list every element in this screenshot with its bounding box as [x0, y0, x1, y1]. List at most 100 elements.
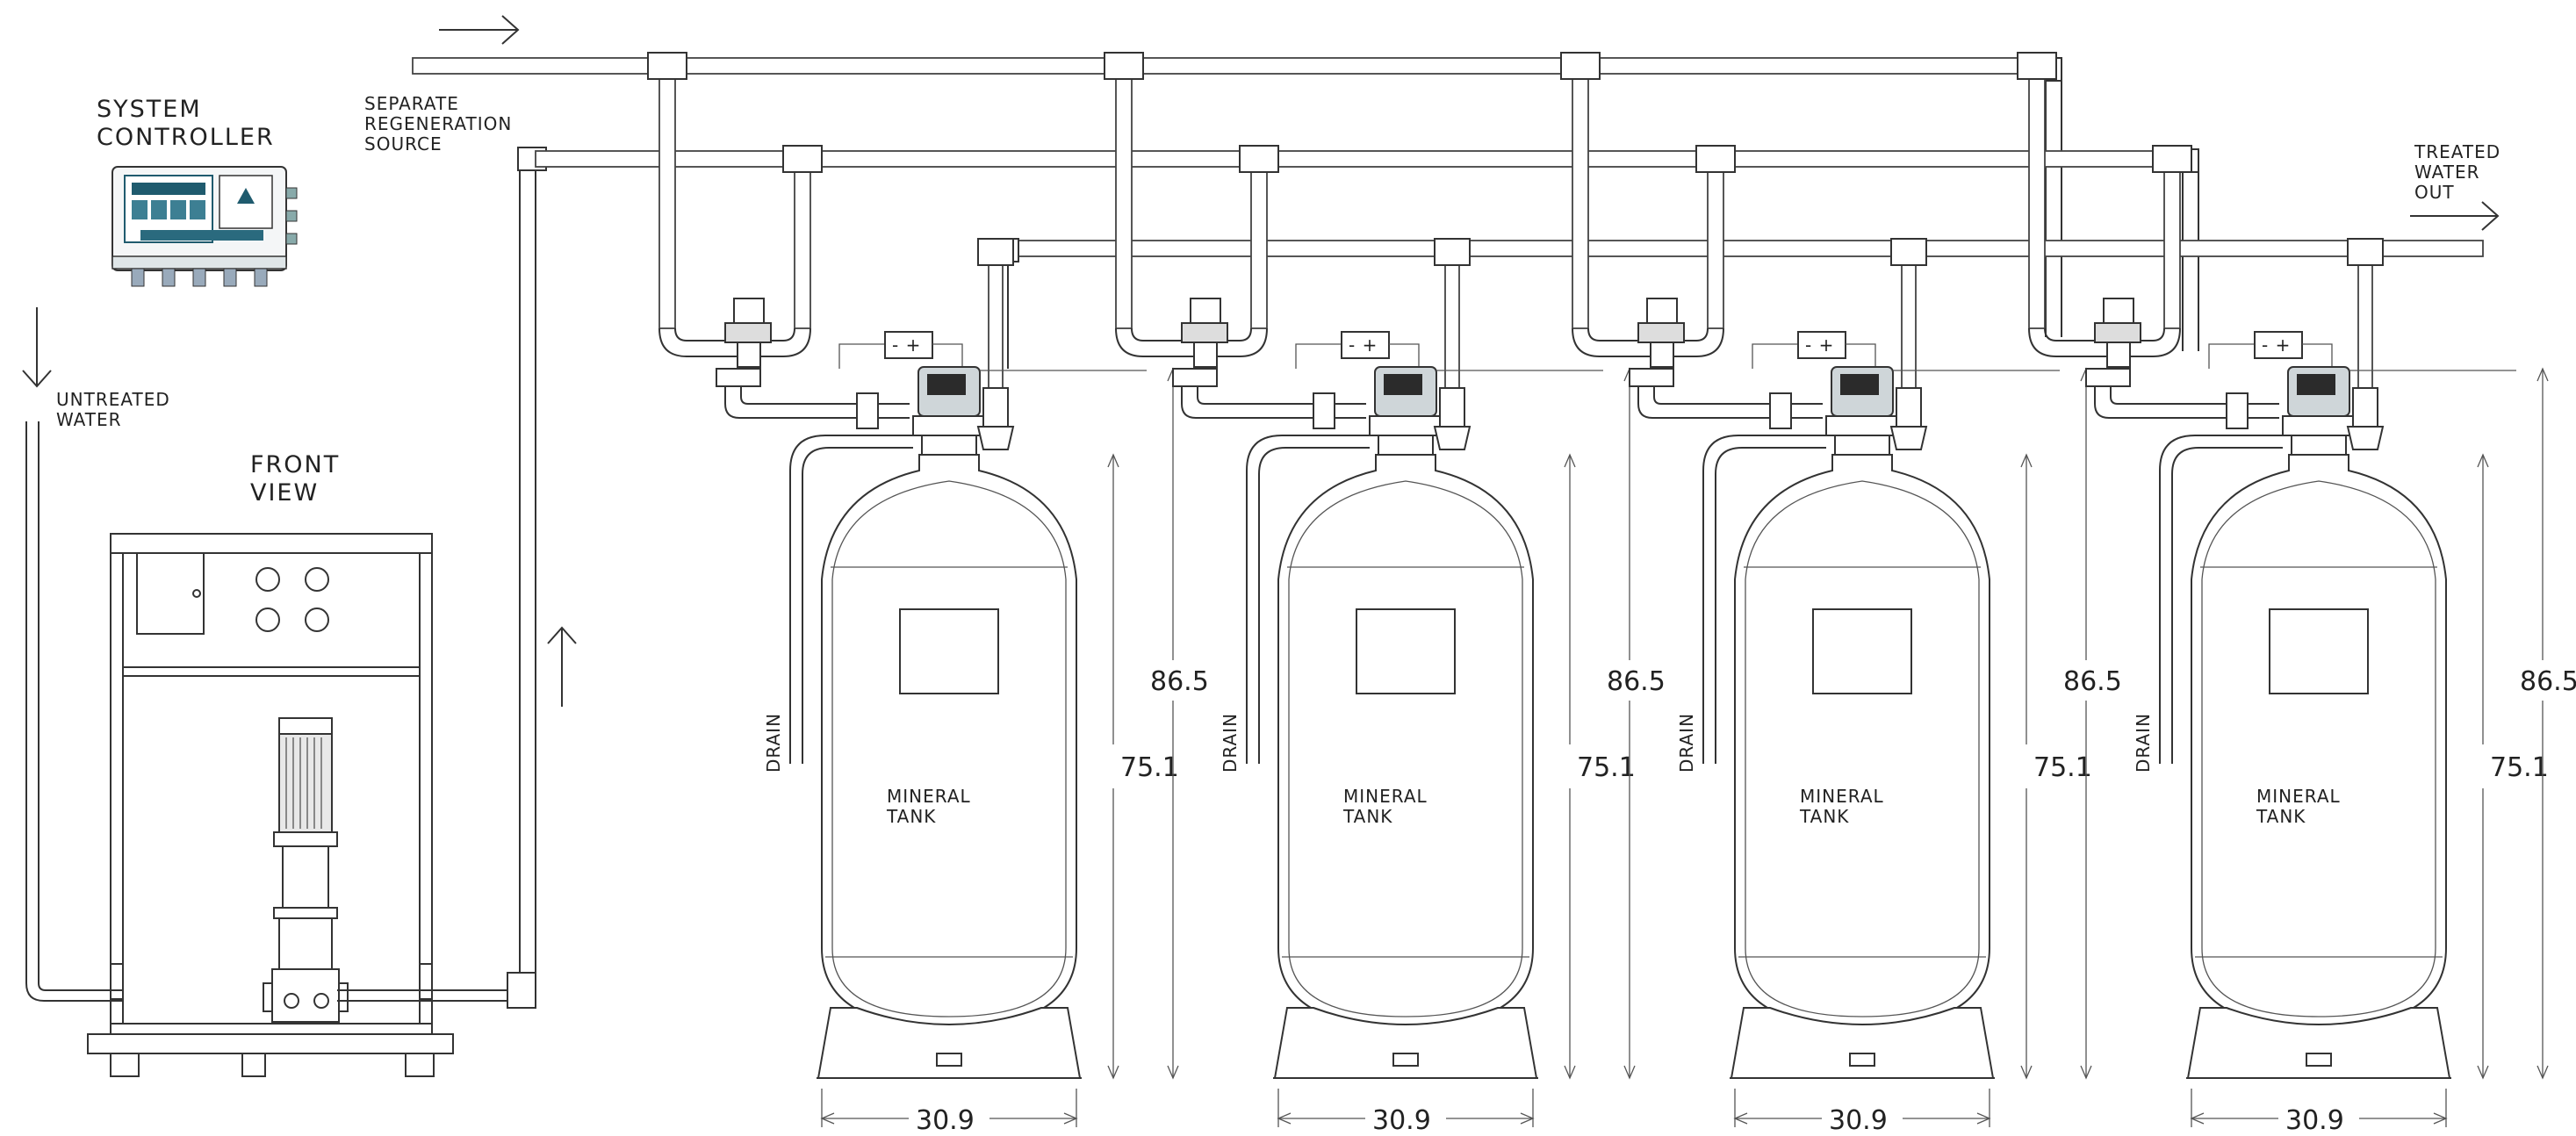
drain-label: DRAIN	[1676, 713, 1697, 773]
inlet-pipe	[2094, 386, 2279, 419]
valve-base	[1378, 435, 1434, 456]
dim-arrow-icon	[2433, 1112, 2448, 1125]
pipe-tee	[1890, 238, 1927, 266]
valve-body	[724, 322, 772, 343]
gauge-icon	[255, 567, 280, 592]
treated-label-line1: TREATED	[2414, 141, 2500, 162]
inlet-pipe	[1637, 386, 1823, 419]
outlet-fitting	[976, 426, 1015, 450]
riser-pipe	[2028, 73, 2046, 329]
front-view-label-line2: VIEW	[250, 479, 319, 507]
union-fitting	[856, 392, 879, 429]
drain-port	[2306, 1053, 2332, 1067]
valve-tee	[1629, 368, 1674, 387]
valve-base	[1825, 415, 1899, 436]
tank-base	[2186, 1007, 2451, 1079]
dim-arrow-icon	[1277, 1112, 1292, 1125]
meter-wire	[1295, 343, 1357, 369]
riser-pipe	[1707, 166, 1724, 329]
tank-label-plate	[899, 608, 999, 694]
pipe-tee	[1434, 238, 1471, 266]
flow-meter-icon	[2254, 331, 2303, 359]
dim-arrow-icon	[1623, 1065, 1636, 1080]
valve-actuator	[2103, 298, 2134, 324]
pipe-tee	[647, 52, 687, 80]
pump-panel-door	[136, 552, 205, 635]
riser-pipe	[2163, 166, 2181, 329]
gauge-icon	[305, 608, 329, 632]
drain-pipe	[789, 435, 913, 764]
valve-stem	[2106, 342, 2131, 368]
pipe-tee	[2017, 52, 2057, 80]
front-view-label-line1: FRONT	[250, 451, 340, 478]
control-display	[2297, 374, 2335, 395]
outlet-valve	[1896, 387, 1922, 428]
front-view-pump-skid	[87, 533, 454, 1077]
inlet-pipe	[1197, 386, 1366, 405]
treated-label-line2: WATER	[2414, 162, 2480, 183]
meter-wire	[932, 343, 963, 369]
valve-actuator	[1190, 298, 1221, 324]
regen-label-line1: SEPARATE	[364, 93, 459, 114]
pipe-tee	[1104, 52, 1144, 80]
dim-label-bg	[1147, 660, 1205, 701]
valve-body	[1637, 322, 1685, 343]
treated-label-line3: OUT	[2414, 182, 2455, 203]
outlet-fitting	[1433, 426, 1471, 450]
dim-arrow-icon	[1564, 1065, 1576, 1080]
mineral-tank-icon	[1277, 454, 1534, 1029]
front-view-label: FRONT VIEW	[250, 451, 340, 507]
tank-height-dimension: 75.1	[2033, 752, 2092, 783]
tank-base	[1730, 1007, 1995, 1079]
mineral-tank-icon	[821, 454, 1077, 1029]
dim-arrow-icon	[1107, 1065, 1119, 1080]
inlet-pipe	[740, 386, 910, 405]
dim-arrow-icon	[2190, 1112, 2205, 1125]
dim-label-bg	[1110, 744, 1166, 788]
outlet-valve	[982, 387, 1009, 428]
diameter-dimension: 30.9	[1372, 1105, 1431, 1136]
control-display	[927, 374, 966, 395]
dim-arrow-icon	[2477, 1065, 2489, 1080]
union-fitting	[2226, 392, 2249, 429]
piping-network	[25, 57, 2484, 1009]
inlet-pipe	[1181, 386, 1366, 419]
system-controller-icon	[112, 166, 298, 287]
outlet-valve	[1439, 387, 1465, 428]
tank-height-dimension: 75.1	[2490, 752, 2549, 783]
outlet-fitting	[2346, 426, 2385, 450]
dim-arrow-icon	[1976, 1112, 1991, 1125]
meter-wire	[1752, 343, 1814, 369]
valve-stem	[737, 342, 761, 368]
valve-base	[921, 435, 977, 456]
valve-tee	[716, 368, 761, 387]
dim-arrow-icon	[2080, 1065, 2092, 1080]
outlet-riser	[1901, 255, 1917, 389]
tank-inner-wall	[2201, 480, 2436, 1017]
inlet-pipe	[1653, 386, 1823, 405]
meter-wire	[2302, 343, 2333, 369]
valve-base	[912, 415, 986, 436]
regen-source-arrow-icon	[439, 15, 520, 45]
flow-meter-icon	[1797, 331, 1846, 359]
bypass-loop	[2028, 327, 2181, 357]
mineral-tank-label-line1: MINERAL	[887, 786, 971, 807]
system-controller-label: SYSTEM CONTROLLER	[97, 96, 273, 151]
valve-base	[2291, 435, 2347, 456]
regen-label-line2: REGENERATION	[364, 113, 512, 134]
dim-arrow-icon	[1063, 1112, 1078, 1125]
valve-actuator	[1646, 298, 1678, 324]
mineral-tank-label-line2: TANK	[2256, 806, 2306, 827]
control-display	[1384, 374, 1422, 395]
regen-label-line3: SOURCE	[364, 133, 443, 155]
drain-port	[1849, 1053, 1875, 1067]
pipe-tee	[1239, 145, 1279, 173]
return-up-arrow-icon	[547, 626, 577, 707]
outlet-riser	[988, 255, 1004, 389]
control-display	[1840, 374, 1879, 395]
drain-label: DRAIN	[1220, 713, 1241, 773]
pipe-tee	[782, 145, 823, 173]
valve-tee	[1172, 368, 1218, 387]
mineral-tank-icon	[2191, 454, 2447, 1029]
